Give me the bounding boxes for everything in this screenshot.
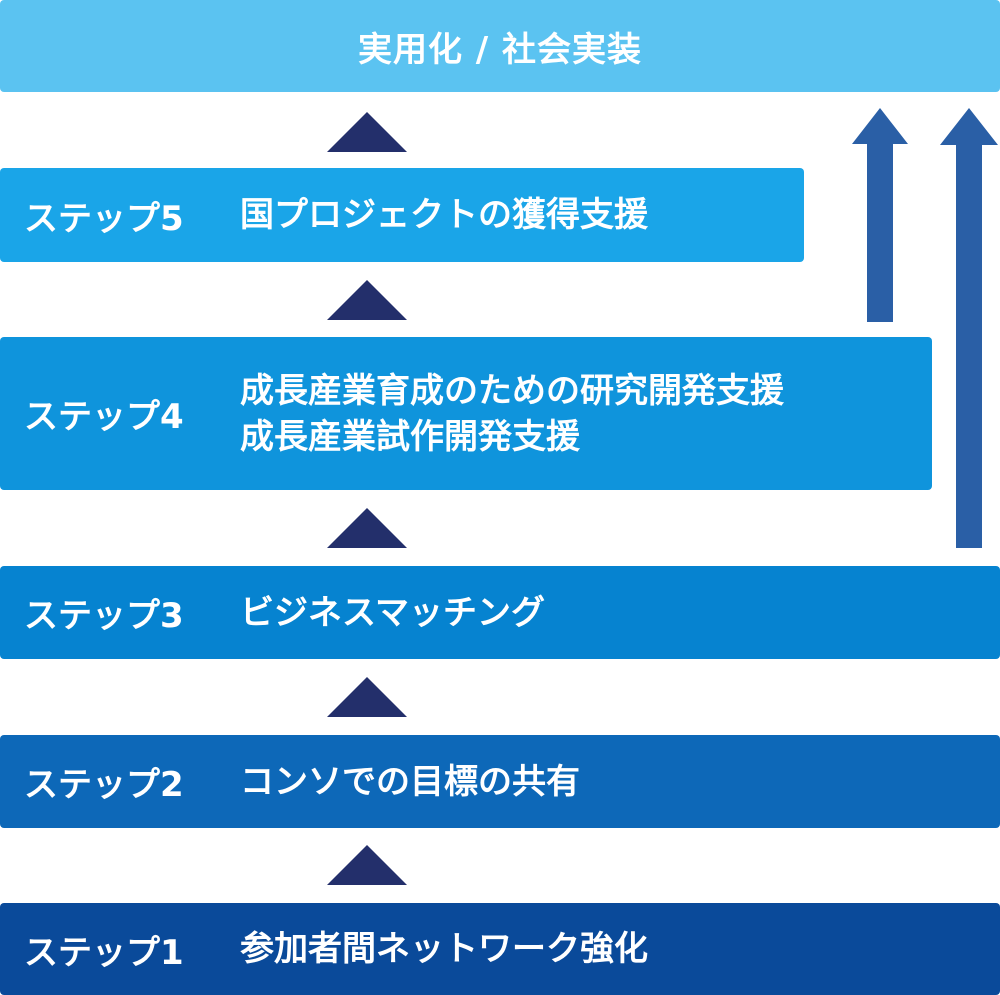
step-2-text: コンソでの目標の共有 (240, 759, 580, 805)
step-1-text: 参加者間ネットワーク強化 (240, 926, 648, 972)
step-3-box: ステップ3 ビジネスマッチング (0, 566, 1000, 659)
step-4-text: 成長産業育成のための研究開発支援 成長産業試作開発支援 (240, 368, 784, 460)
up-triangle-icon (327, 280, 407, 320)
arrow-step3-to-goal-icon (940, 108, 998, 548)
step-3-label: ステップ3 (24, 596, 184, 636)
step-5-text: 国プロジェクトの獲得支援 (240, 192, 648, 238)
step-3-line-1: ビジネスマッチング (240, 592, 545, 633)
step-2-label: ステップ2 (24, 765, 184, 805)
step-3-text: ビジネスマッチング (240, 590, 545, 636)
step-5-line-1: 国プロジェクトの獲得支援 (240, 195, 648, 235)
up-triangle-icon (327, 112, 407, 152)
arrow-step5-to-goal-icon (852, 108, 908, 322)
up-triangle-icon (327, 677, 407, 717)
step-4-line-1: 成長産業育成のための研究開発支援 (240, 370, 784, 411)
step-4-line-2: 成長産業試作開発支援 (240, 416, 580, 457)
step-1-line-1: 参加者間ネットワーク強化 (240, 929, 648, 969)
step-1-box: ステップ1 参加者間ネットワーク強化 (0, 903, 1000, 995)
step-5-label: ステップ5 (24, 198, 184, 239)
up-triangle-icon (327, 508, 407, 548)
step-2-box: ステップ2 コンソでの目標の共有 (0, 735, 1000, 828)
step-5-box: ステップ5 国プロジェクトの獲得支援 (0, 168, 804, 262)
step-1-label: ステップ1 (24, 932, 184, 973)
goal-box: 実用化 / 社会実装 (0, 0, 1000, 92)
up-triangle-icon (327, 845, 407, 885)
step-4-label: ステップ4 (24, 397, 184, 437)
step-2-line-1: コンソでの目標の共有 (240, 761, 580, 802)
step-4-box: ステップ4 成長産業育成のための研究開発支援 成長産業試作開発支援 (0, 337, 932, 490)
goal-text: 実用化 / 社会実装 (357, 29, 643, 70)
